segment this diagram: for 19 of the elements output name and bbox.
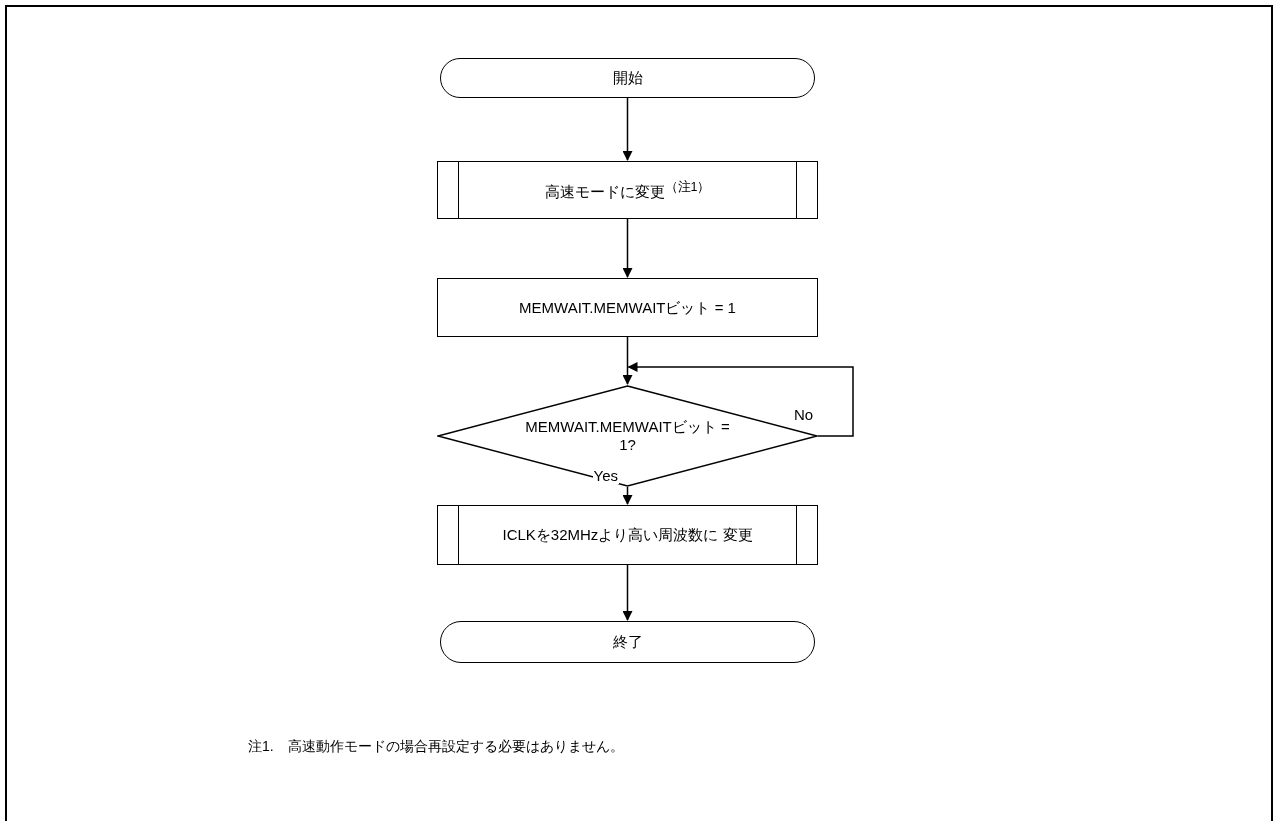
terminal-box bbox=[440, 621, 815, 663]
node-text: ICLKを32MHzより高い周波数に 変更 bbox=[502, 526, 753, 544]
footnote: 注1. 高速動作モードの場合再設定する必要はありません。 bbox=[248, 738, 624, 756]
subroutine-box bbox=[437, 161, 818, 219]
node-text: 開始 bbox=[612, 69, 643, 87]
node-text: 終了 bbox=[612, 633, 643, 651]
subroutine-box bbox=[437, 505, 818, 565]
arrow bbox=[627, 362, 854, 437]
node-text: MEMWAIT.MEMWAITビット = 1? bbox=[524, 418, 731, 454]
arrow bbox=[622, 564, 633, 621]
node-text: MEMWAIT.MEMWAITビット = 1 bbox=[519, 298, 736, 317]
arrow bbox=[622, 336, 633, 385]
arrow bbox=[622, 218, 633, 278]
process-box bbox=[437, 278, 818, 337]
terminal-box bbox=[440, 58, 815, 98]
node-text: 高速モードに変更$^{（注1）}$ bbox=[544, 179, 711, 201]
decision-diamond bbox=[437, 385, 818, 487]
arrow bbox=[622, 486, 633, 505]
arrow bbox=[622, 97, 633, 161]
